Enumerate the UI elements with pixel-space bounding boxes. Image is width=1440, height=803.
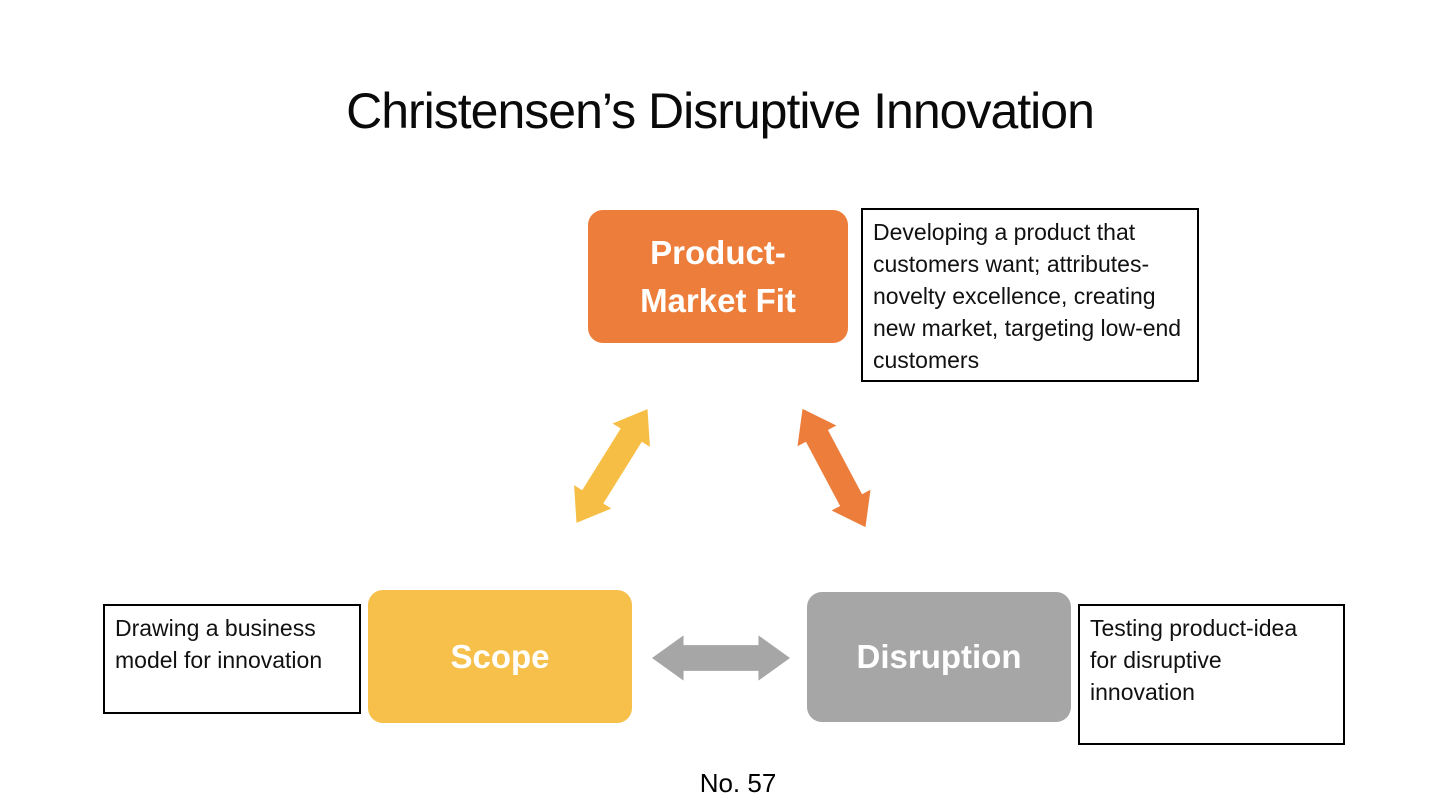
callout-disruption-text: Testing product-idea for disruptive inno…: [1090, 615, 1298, 705]
node-product-market-fit-label: Product-Market Fit: [640, 233, 796, 319]
double-arrow-pmf-disruption-icon: [797, 408, 871, 528]
double-arrow-scope-pmf-shape: [574, 409, 650, 523]
node-scope-label: Scope: [450, 637, 550, 675]
node-disruption-label: Disruption: [856, 638, 1022, 675]
callout-disruption: Testing product-idea for disruptive inno…: [1078, 604, 1345, 745]
callout-scope-text: Drawing a business model for innovation: [115, 615, 323, 673]
double-arrow-scope-pmf-icon: [574, 409, 650, 523]
node-scope: Scope: [368, 590, 632, 723]
double-arrow-scope-disruption-shape: [652, 635, 790, 681]
double-arrow-pmf-disruption-shape: [797, 408, 871, 528]
slide-title: Christensen’s Disruptive Innovation: [346, 83, 1095, 139]
callout-product-market-fit-text: Developing a product that customers want…: [873, 219, 1182, 373]
page-number: No. 57: [699, 768, 777, 798]
node-disruption: Disruption: [807, 592, 1071, 722]
callout-product-market-fit: Developing a product that customers want…: [861, 208, 1199, 382]
callout-scope: Drawing a business model for innovation: [103, 604, 361, 714]
double-arrow-scope-disruption-icon: [652, 635, 790, 681]
node-product-market-fit: Product-Market Fit: [588, 210, 848, 343]
